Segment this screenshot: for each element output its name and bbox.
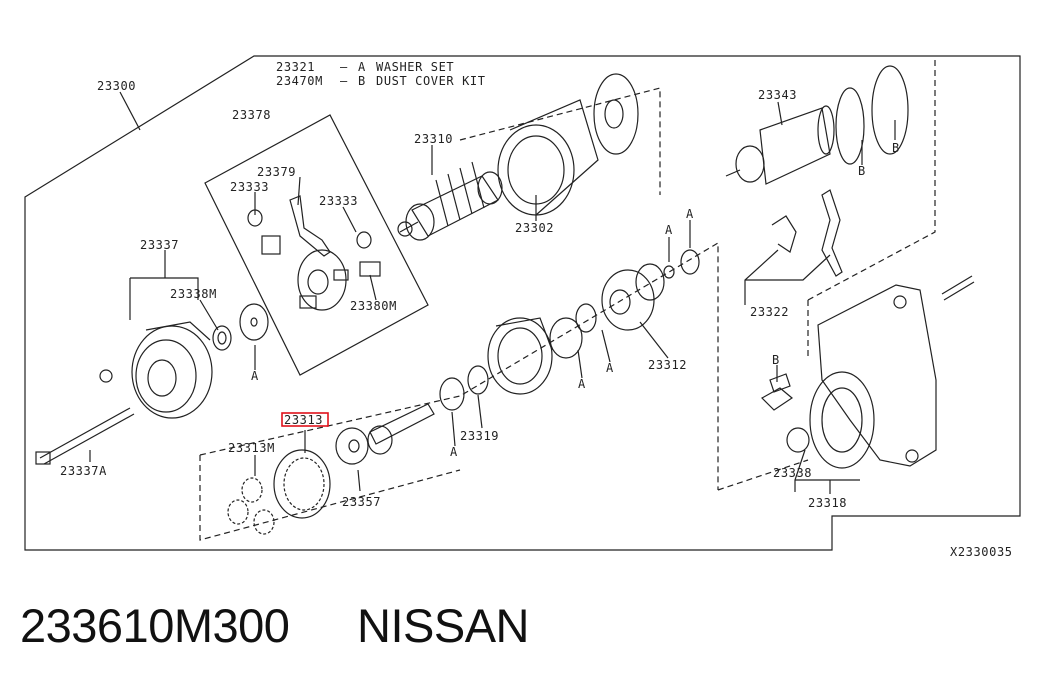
armature-dashed-box	[459, 87, 661, 195]
part-label[interactable]: 23322	[750, 305, 789, 319]
yoke-part	[497, 99, 599, 216]
internal-gear-housing-part	[487, 317, 553, 395]
snap-ring-part	[549, 317, 583, 359]
part-label[interactable]: 23300	[97, 79, 136, 93]
part-label[interactable]: 23333	[230, 180, 269, 194]
part-label[interactable]: 23337A	[60, 464, 107, 478]
part-label[interactable]: 23343	[758, 88, 797, 102]
part-label[interactable]: 23313M	[228, 441, 275, 455]
callout-a: A	[686, 207, 694, 221]
solenoid-part	[725, 105, 835, 185]
brush-holder-box	[204, 114, 429, 376]
part-label[interactable]: 23379	[257, 165, 296, 179]
callout-b: B	[858, 164, 866, 178]
armature-part	[397, 161, 503, 241]
legend-row-2-desc: DUST COVER KIT	[376, 74, 486, 88]
part-label[interactable]: 23338	[773, 466, 812, 480]
legend-row-2-code: B	[358, 74, 366, 88]
front-housing-part	[809, 275, 975, 469]
callout-a: A	[606, 361, 614, 375]
washer-a-part-2	[439, 377, 465, 411]
legend-row-1-code: A	[358, 60, 366, 74]
assembly-frame	[24, 55, 1021, 551]
parts-drawings	[35, 65, 975, 535]
legend-row-1-dash: —	[340, 60, 348, 74]
callouts: A A A A A A B B B	[251, 141, 900, 459]
washer-part-2	[467, 365, 489, 395]
callout-a: A	[665, 223, 673, 237]
callout-a: A	[251, 369, 259, 383]
ring-gear-part	[273, 449, 331, 519]
legend-row-2-dash: —	[340, 74, 348, 88]
callout-b: B	[892, 141, 900, 155]
part-label[interactable]: 23338M	[170, 287, 217, 301]
solenoid-dashed-box	[807, 60, 936, 301]
part-label[interactable]: 23302	[515, 221, 554, 235]
part-label[interactable]: 23378	[232, 108, 271, 122]
shaft-part	[335, 403, 435, 465]
brush-holder-part	[247, 195, 381, 311]
lever-part	[771, 189, 843, 277]
part-label[interactable]: 23380M	[350, 299, 397, 313]
part-label[interactable]: 23333	[319, 194, 358, 208]
part-number: 233610M300	[20, 599, 290, 652]
clutch-part	[601, 263, 665, 331]
legend-row-1-desc: WASHER SET	[376, 60, 454, 74]
bushing-part	[786, 427, 810, 453]
housing-dashed-edge	[717, 459, 809, 491]
part-label[interactable]: 23319	[460, 429, 499, 443]
washer-a-part	[680, 249, 700, 275]
legend-row-2-part: 23470M	[276, 74, 323, 88]
seal-b-part	[835, 87, 865, 165]
callout-a: A	[578, 377, 586, 391]
callout-a: A	[450, 445, 458, 459]
part-label[interactable]: 23312	[648, 358, 687, 372]
gear-dashed-box	[199, 455, 461, 541]
brand-name: NISSAN	[357, 599, 530, 652]
planet-gears-part	[227, 477, 275, 535]
part-label[interactable]: 23310	[414, 132, 453, 146]
bearing-part	[212, 325, 232, 351]
seal-b-part-2	[871, 65, 909, 155]
end-cover-part	[593, 73, 639, 155]
callout-b: B	[772, 353, 780, 367]
legend: 23321 — A WASHER SET 23470M — B DUST COV…	[276, 60, 486, 88]
highlight-box	[281, 412, 329, 427]
part-label[interactable]: 23337	[140, 238, 179, 252]
part-labels: 23300 23378 23379 23333 23333 23380M 233…	[60, 79, 847, 510]
retainer-part	[575, 303, 597, 333]
diagram-code: X2330035	[950, 545, 1013, 559]
legend-row-1-part: 23321	[276, 60, 315, 74]
end-frame-part	[35, 321, 213, 465]
washer-part	[239, 303, 269, 341]
part-label-highlighted[interactable]: 23313	[284, 413, 323, 427]
part-label[interactable]: 23357	[342, 495, 381, 509]
drive-dashed-box	[199, 241, 719, 490]
part-label[interactable]: 23318	[808, 496, 847, 510]
